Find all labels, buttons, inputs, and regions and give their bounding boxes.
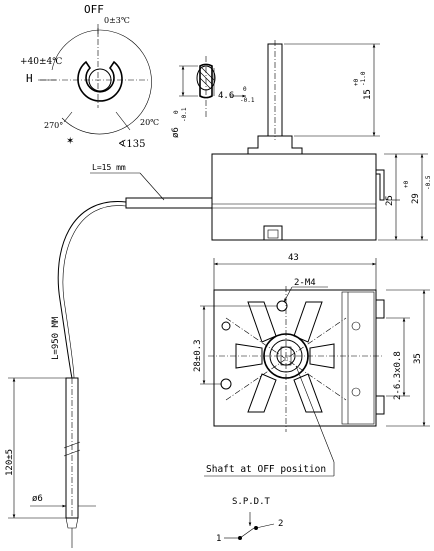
hole-spec-leader xyxy=(283,286,293,303)
min-symbol: ✶ xyxy=(66,136,74,147)
cap-len-label: L=950 MM xyxy=(51,316,61,360)
side-terminal xyxy=(375,169,385,201)
width-label: 43 xyxy=(288,253,299,263)
cam-spoke-top-right xyxy=(293,301,323,343)
knob-outline xyxy=(77,60,123,102)
front-diagonal-axis-1 xyxy=(225,317,347,401)
dial-rotation-view: OFF 0±3℃ +40±4℃ H 270° 20℃ ∢135 ✶ xyxy=(20,3,159,150)
temp-20-label: 20℃ xyxy=(140,118,159,127)
cam-spoke-right xyxy=(309,343,335,369)
side-bushing xyxy=(247,135,303,155)
end-marker-line xyxy=(63,111,73,123)
h-label: H xyxy=(26,72,33,85)
front-terminal-block xyxy=(341,291,375,425)
shaft-dia-label: ø6 xyxy=(171,127,181,138)
total-h-label: 29 xyxy=(411,193,421,204)
body-h-label: 25 xyxy=(385,195,395,206)
side-view: 15 +0 -1.0 25 29 +0 -0.5 xyxy=(125,40,432,241)
shaft-flat-tol-lower: -0.1 xyxy=(240,97,255,104)
section-hatch-3 xyxy=(201,67,215,81)
bulb-len-label: 120±5 xyxy=(5,449,15,476)
shaft-flat-profile xyxy=(199,63,213,99)
schematic-title: S.P.D.T xyxy=(232,497,271,507)
front-diagonal-axis-2 xyxy=(225,317,347,401)
shaft-section-view: ø6 0 -0.1 4.6 0 -0.1 xyxy=(171,56,255,138)
rotation-arc-left xyxy=(51,29,101,71)
total-h-tol-lower: -0.5 xyxy=(425,175,432,190)
capillary-coil-inner xyxy=(62,205,127,379)
height-label: 35 xyxy=(413,353,423,364)
cam-spoke-bottom-right xyxy=(293,373,323,413)
schematic-term-1: 1 xyxy=(216,534,221,544)
shaft-flat-label: 4.6 xyxy=(218,91,234,101)
angle-135-label: ∢135 xyxy=(118,139,145,150)
h-temp-label: +40±4℃ xyxy=(20,57,62,67)
schematic-line-2 xyxy=(255,523,275,529)
terminals-label: 2-6.3x0.8 xyxy=(393,351,403,400)
shaft-dia-tol-lower: -0.1 xyxy=(181,107,188,122)
mount-hole-top xyxy=(276,300,288,312)
bulb-break-mark xyxy=(63,441,81,457)
schematic-term-2: 2 xyxy=(278,519,283,529)
spdt-schematic: S.P.D.T 1 2 xyxy=(216,497,283,544)
terminal-screw-top xyxy=(351,321,361,331)
cam-spoke-bottom-left xyxy=(247,373,277,413)
shaft-dia-tol-upper: 0 xyxy=(173,110,180,114)
hole-pitch-label: 28±0.3 xyxy=(193,339,203,372)
side-bottom-clip xyxy=(263,225,283,241)
hole-spec-label: 2-M4 xyxy=(294,278,316,288)
side-bottom-clip-inner xyxy=(267,229,279,239)
cam-spoke-top-left xyxy=(247,301,277,343)
mount-hole-left xyxy=(221,321,231,331)
lead-len-label: L=15 mm xyxy=(92,163,126,172)
section-hatch-2 xyxy=(199,77,211,89)
bulb-tip xyxy=(65,517,79,529)
lead-len-leader xyxy=(139,172,165,201)
knob-shaft-hole xyxy=(88,68,112,92)
terminal-screw-bottom xyxy=(351,387,361,397)
front-terminal-top xyxy=(376,299,385,319)
shaft-len-tol-upper: +0 xyxy=(353,78,360,86)
rotation-arc xyxy=(61,29,152,135)
shaft-len-tol-lower: -1.0 xyxy=(360,71,367,86)
shaft-len-label: 15 xyxy=(363,89,373,100)
schematic-node-common xyxy=(254,526,258,530)
shaft-section-outline xyxy=(196,65,216,91)
schematic-switch-blade xyxy=(239,527,255,539)
total-h-tol-upper: +0 xyxy=(403,180,410,188)
front-body xyxy=(213,289,377,427)
cam-spoke-left xyxy=(235,343,263,369)
side-capillary-tube xyxy=(125,197,213,209)
shaft-flat-tol-upper: 0 xyxy=(243,86,247,93)
capillary-coil-outer xyxy=(57,201,127,379)
section-hatch-1 xyxy=(199,71,213,85)
shaft-off-note: Shaft at OFF position xyxy=(206,464,326,475)
front-terminal-bottom xyxy=(376,395,385,415)
angle-leader-line xyxy=(115,111,131,131)
front-view: 43 2-M4 xyxy=(193,253,430,477)
mount-hole-bottom-left xyxy=(220,378,232,390)
side-body xyxy=(211,153,377,241)
bulb-dia-label: ø6 xyxy=(32,494,43,504)
off-tolerance-label: 0±3℃ xyxy=(104,16,130,25)
angle-270-label: 270° xyxy=(44,121,63,130)
note-leader xyxy=(295,365,335,463)
capillary-view: L=15 mm L=950 MM 120±5 ø6 xyxy=(5,163,165,548)
off-label: OFF xyxy=(84,3,104,16)
